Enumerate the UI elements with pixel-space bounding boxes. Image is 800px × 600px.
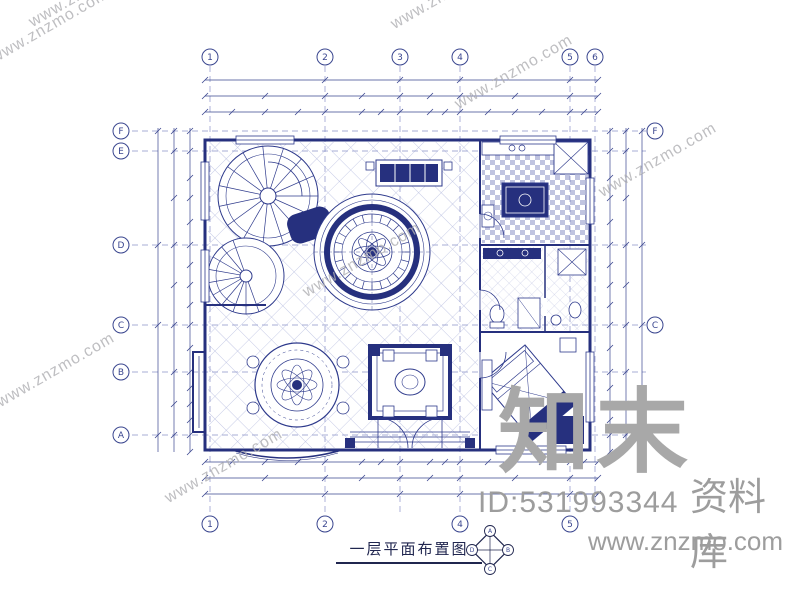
tv-cabinet [481, 359, 493, 411]
bedroom-chaise [552, 416, 584, 444]
axis-label: 1 [207, 520, 213, 530]
windows [200, 135, 595, 455]
direction-letter: C [488, 566, 492, 573]
axis-label: A [118, 431, 125, 441]
axis-label: B [118, 368, 124, 378]
axis-label: 2 [322, 520, 328, 530]
direction-letter: A [488, 528, 493, 535]
axis-label: 4 [457, 520, 463, 530]
direction-letter: D [470, 547, 475, 554]
toilet [489, 304, 505, 324]
axis-label: 4 [457, 53, 463, 63]
drawing-title: 一层平面布置图 [336, 538, 482, 564]
dining-set [368, 344, 452, 420]
kitchen [481, 141, 589, 243]
bath-vanity [483, 248, 541, 259]
axis-label: 1 [207, 53, 213, 63]
entry [345, 417, 475, 449]
axis-label: 2 [322, 53, 328, 63]
dimension-ticks [154, 76, 646, 498]
bathrooms [482, 247, 588, 330]
dining-table [394, 368, 426, 396]
dimension-lines [157, 79, 643, 495]
image-id-text: ID:531993344 [478, 486, 679, 519]
center-medallion [313, 193, 431, 311]
kitchen-island [501, 182, 549, 218]
axis-label: E [118, 147, 124, 157]
axis-label: F [652, 127, 657, 137]
axis-label: 5 [567, 53, 573, 63]
toilet [568, 301, 582, 319]
site-url-text: www.znzmo.com [588, 526, 784, 556]
direction-letter: B [506, 547, 510, 554]
spiral-staircase [207, 145, 333, 315]
round-table [246, 342, 350, 428]
brand-watermark: 知末 [498, 378, 695, 486]
axis-label: F [118, 127, 123, 137]
axis-label: C [118, 321, 124, 331]
direction-marker: A B C D [466, 525, 514, 575]
nightstand [559, 337, 577, 353]
axis-markers: 1 2 3 4 5 6 1 2 4 5 F E D C B A F C [112, 48, 664, 533]
axis-label: 5 [567, 520, 573, 530]
axis-label: D [118, 241, 125, 251]
axis-label: 6 [592, 53, 598, 63]
axis-label: C [652, 321, 658, 331]
library-watermark: 资料库 [690, 475, 767, 574]
bedroom [481, 334, 588, 448]
hall-cabinet [365, 159, 453, 187]
door-swings [479, 213, 507, 379]
axis-label: 3 [397, 53, 403, 63]
